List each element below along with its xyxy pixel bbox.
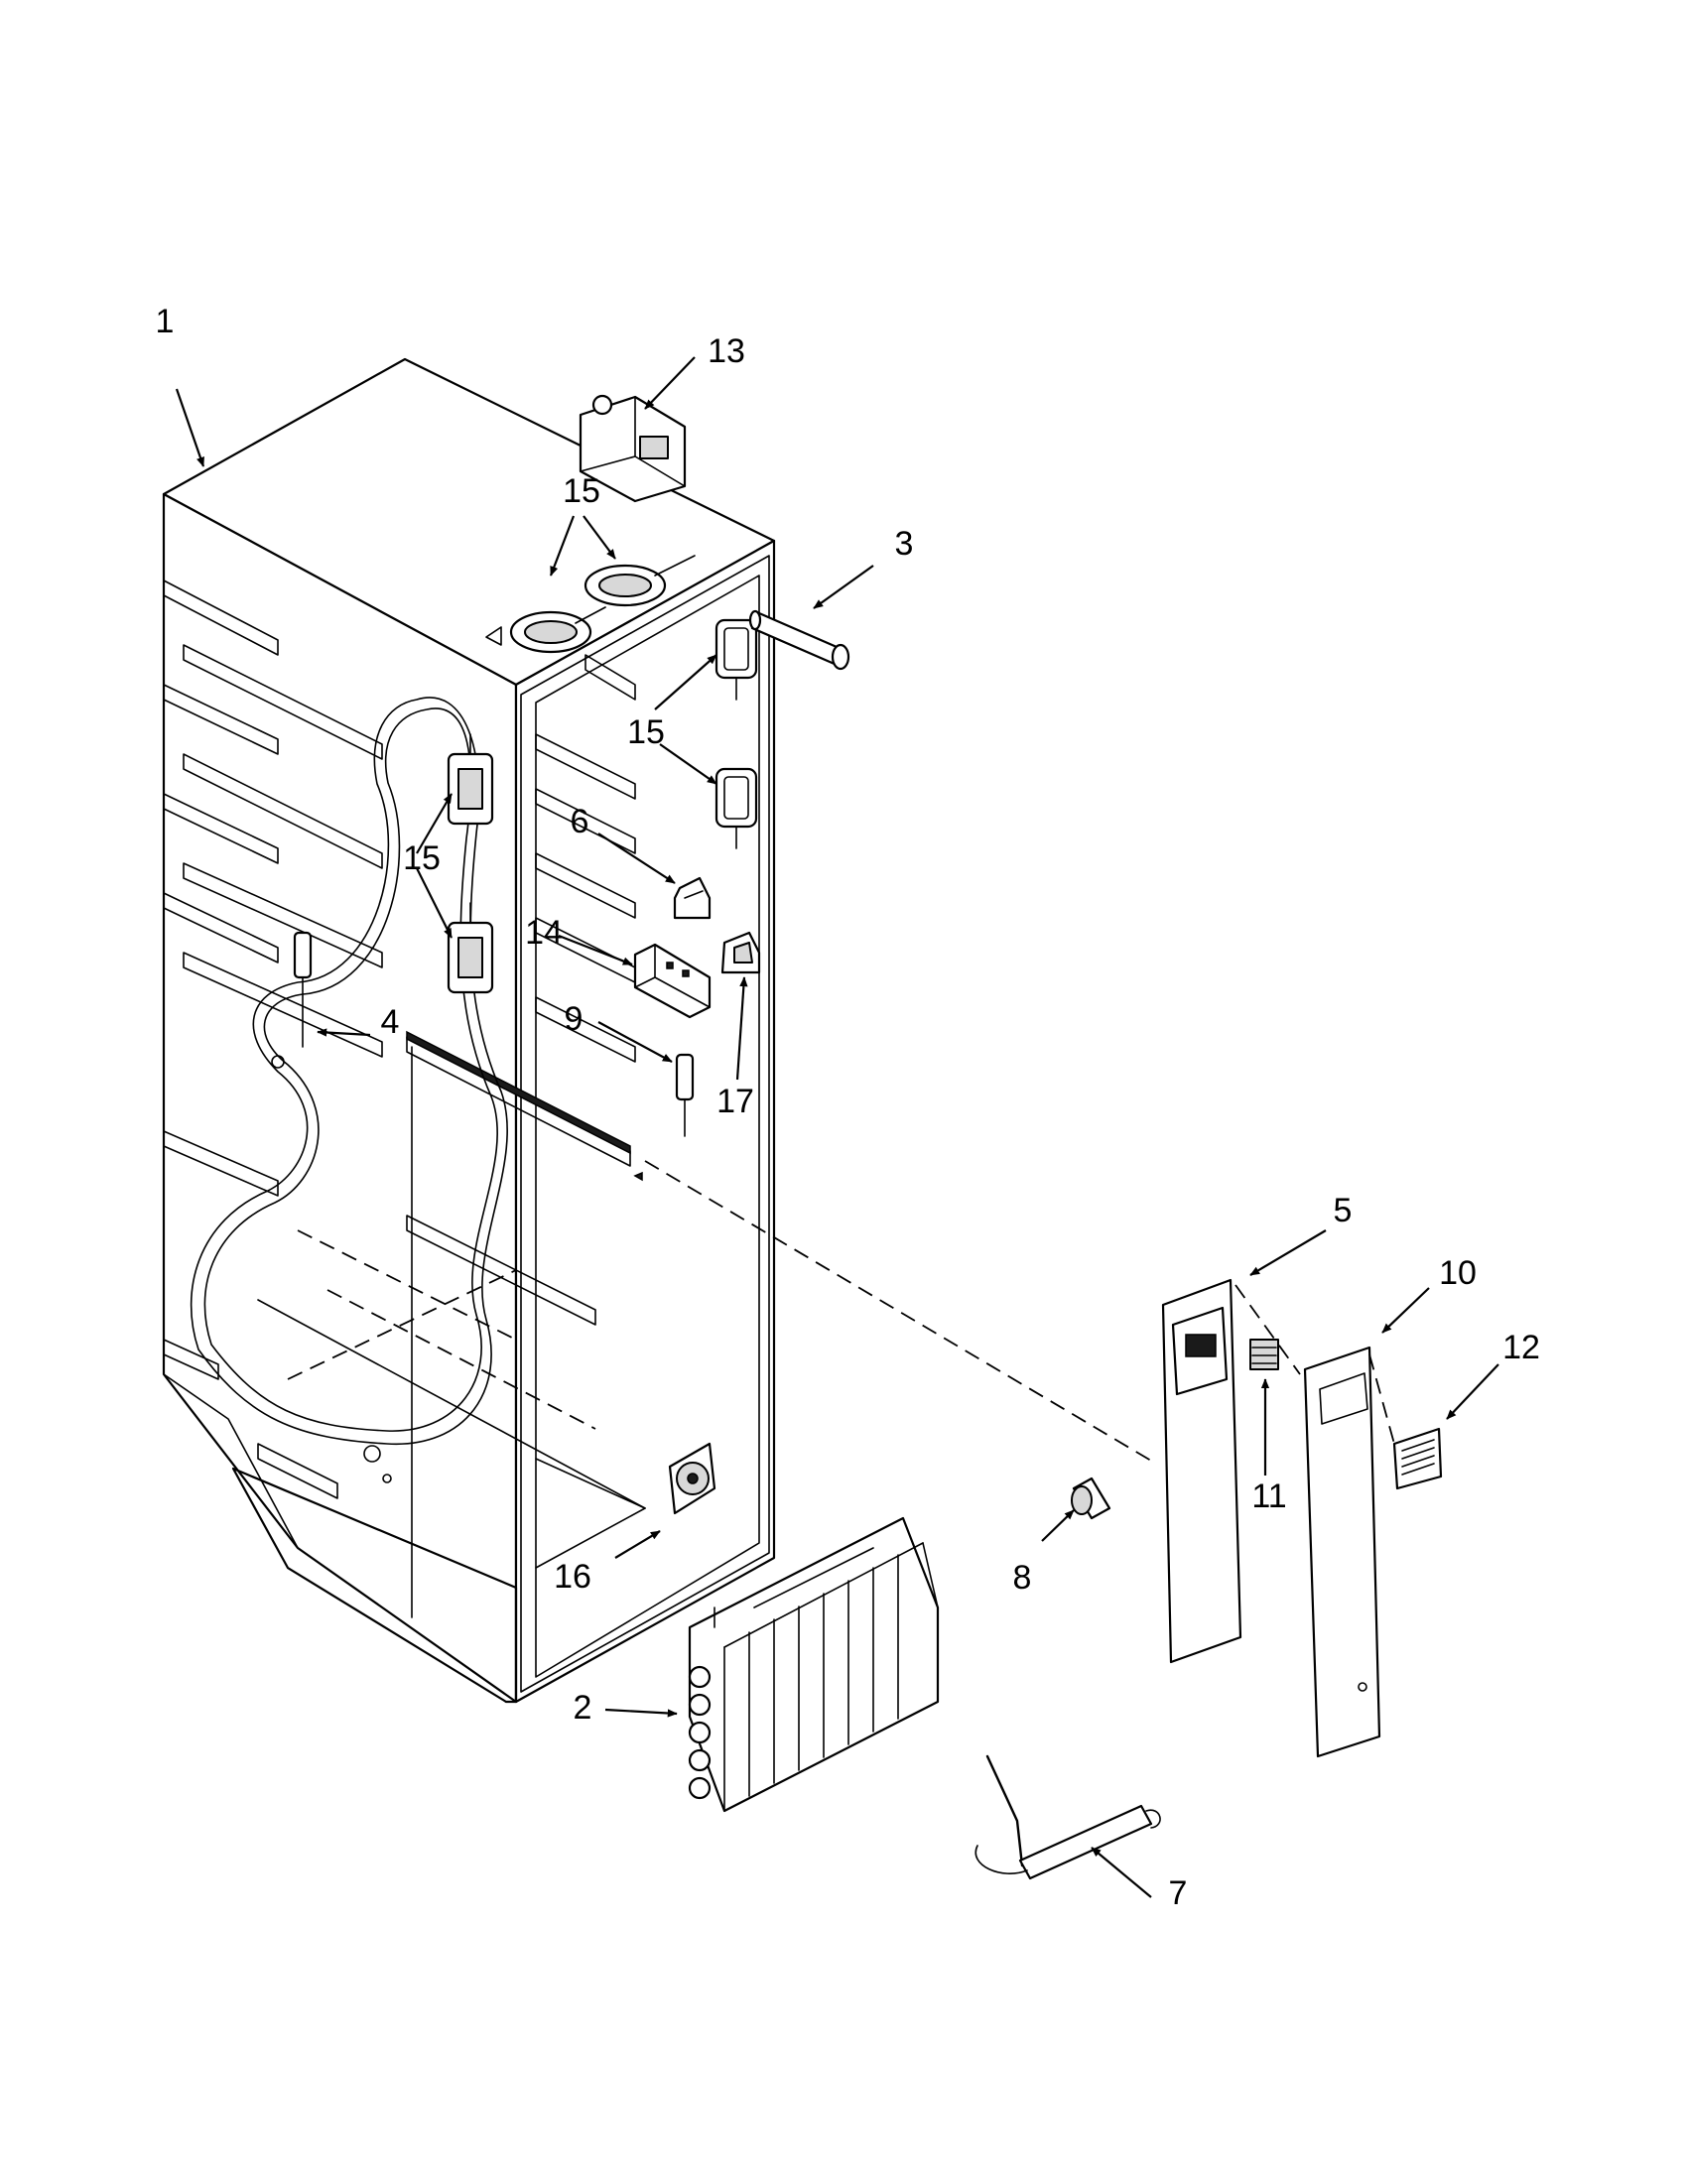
callout-14: 14 xyxy=(525,914,563,952)
leader-arrows xyxy=(175,356,1499,1898)
shelf-rails-left xyxy=(163,579,383,1499)
callout-2: 2 xyxy=(574,1689,592,1727)
callout-15-right: 15 xyxy=(627,713,665,751)
callout-13: 13 xyxy=(708,332,745,370)
thermistor-part-4 xyxy=(293,931,313,1048)
callout-11: 11 xyxy=(1251,1477,1286,1515)
callout-8: 8 xyxy=(1013,1559,1032,1597)
defrost-heater-part-7 xyxy=(974,1754,1161,1880)
clip-part-6 xyxy=(673,876,712,920)
assembly-dashed-lines xyxy=(644,1160,1395,1465)
callout-6: 6 xyxy=(571,803,589,840)
callout-3: 3 xyxy=(895,525,914,563)
callout-17: 17 xyxy=(716,1083,754,1120)
callout-1: 1 xyxy=(156,303,175,340)
vent-grille-part-12 xyxy=(1392,1427,1443,1490)
clip-part-17 xyxy=(720,931,761,974)
callout-7: 7 xyxy=(1169,1874,1188,1912)
callout-12: 12 xyxy=(1502,1329,1540,1366)
evaporator-fan-part-16 xyxy=(668,1442,716,1515)
callout-10: 10 xyxy=(1439,1254,1477,1292)
hinge-bracket-part-13 xyxy=(579,394,687,503)
light-shields-right-part-15 xyxy=(714,618,758,849)
air-tower-cover-part-10 xyxy=(1303,1346,1381,1758)
water-filter-part-3 xyxy=(748,609,850,671)
lamp-housings-left-part-15 xyxy=(447,733,494,994)
damper-part-11 xyxy=(1249,1339,1279,1370)
callout-5: 5 xyxy=(1334,1192,1353,1229)
lamp-housings-top-part-15 xyxy=(509,555,696,654)
callout-15-top: 15 xyxy=(563,472,600,510)
callout-4: 4 xyxy=(381,1003,400,1041)
callout-labels: 1 13 15 3 15 15 6 14 9 4 17 5 10 12 11 8… xyxy=(156,303,1540,1912)
callout-16: 16 xyxy=(554,1558,591,1596)
callout-15-left: 15 xyxy=(403,839,441,877)
control-housing-part-14 xyxy=(633,943,712,1019)
evaporator-coil-part-2 xyxy=(688,1516,940,1813)
callout-9: 9 xyxy=(565,1000,584,1038)
shelf-rails-right xyxy=(406,654,636,1326)
fitting-part-8 xyxy=(1071,1477,1111,1520)
thermistor-part-9 xyxy=(675,1053,695,1137)
air-duct-panel-part-5 xyxy=(1161,1278,1242,1664)
